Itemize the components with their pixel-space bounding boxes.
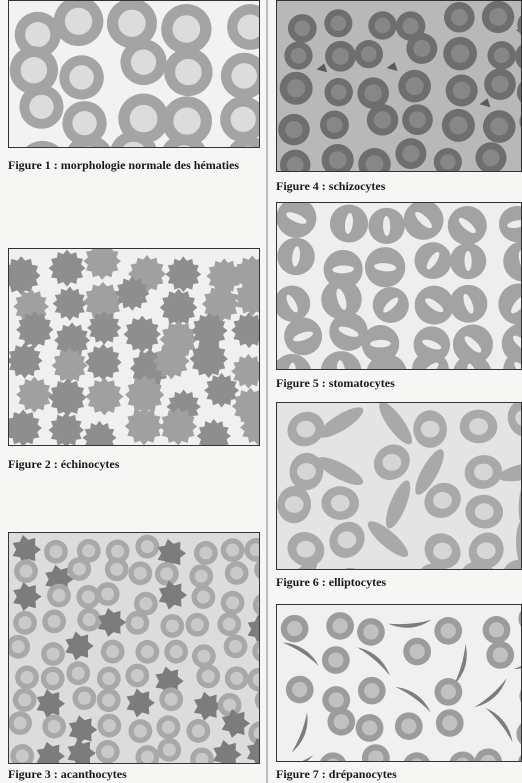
echinocyte-micrograph [9, 249, 259, 445]
figure-2-caption: Figure 2 : échinocytes [8, 457, 120, 471]
figure-5-caption: Figure 5 : stomatocytes [276, 376, 395, 390]
figure-1-image [8, 0, 260, 148]
figure-4-image [276, 0, 522, 172]
figure-4-caption: Figure 4 : schizocytes [276, 179, 386, 193]
figure-3-image [8, 532, 260, 764]
figure-7-caption: Figure 7 : drépanocytes [276, 767, 397, 781]
figure-6-image [276, 402, 522, 570]
normal-rbc-micrograph [9, 1, 259, 147]
figure-2-image [8, 248, 260, 446]
figure-1-caption: Figure 1 : morphologie normale des hémat… [8, 158, 240, 172]
figure-3-caption: Figure 3 : acanthocytes [8, 767, 127, 781]
stomatocyte-micrograph [277, 203, 521, 369]
schizocyte-micrograph [277, 1, 521, 171]
figure-5-image [276, 202, 522, 370]
figure-6-caption: Figure 6 : elliptocytes [276, 575, 387, 589]
drepanocyte-micrograph [277, 605, 521, 761]
column-divider [266, 0, 268, 783]
figure-7-image [276, 604, 522, 762]
elliptocyte-micrograph [277, 403, 521, 569]
acanthocyte-micrograph [9, 533, 259, 763]
